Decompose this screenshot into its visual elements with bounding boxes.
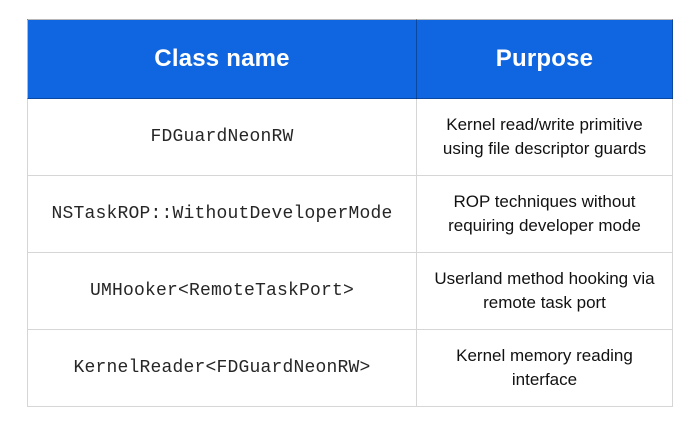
header-row: Class name Purpose <box>27 19 673 99</box>
purpose-cell: Userland method hooking via remote task … <box>416 252 673 330</box>
class-name-cell: UMHooker<RemoteTaskPort> <box>27 252 417 330</box>
purpose-cell: ROP techniques without requiring develop… <box>416 175 673 253</box>
table-row: NSTaskROP::WithoutDeveloperMode ROP tech… <box>27 175 673 253</box>
class-purpose-table-container: Class name Purpose FDGuardNeonRW Kernel … <box>27 19 673 407</box>
class-name-cell: NSTaskROP::WithoutDeveloperMode <box>27 175 417 253</box>
table-row: KernelReader<FDGuardNeonRW> Kernel memor… <box>27 329 673 407</box>
class-purpose-table: Class name Purpose FDGuardNeonRW Kernel … <box>27 19 673 407</box>
column-header-class-name: Class name <box>27 19 417 99</box>
class-name-cell: KernelReader<FDGuardNeonRW> <box>27 329 417 407</box>
class-name-cell: FDGuardNeonRW <box>27 98 417 176</box>
column-header-purpose: Purpose <box>416 19 673 99</box>
purpose-cell: Kernel memory reading interface <box>416 329 673 407</box>
purpose-cell: Kernel read/write primitive using file d… <box>416 98 673 176</box>
table-row: FDGuardNeonRW Kernel read/write primitiv… <box>27 98 673 176</box>
table-row: UMHooker<RemoteTaskPort> Userland method… <box>27 252 673 330</box>
